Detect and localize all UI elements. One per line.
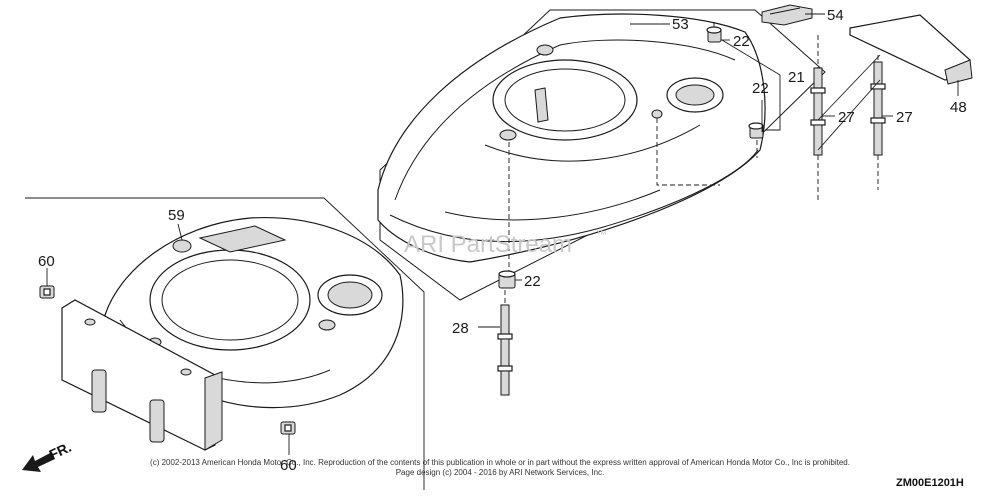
clip-54 bbox=[761, 4, 813, 26]
watermark-tm: ™ bbox=[596, 229, 607, 241]
copyright-line-2: Page design (c) 2004 - 2016 by ARI Netwo… bbox=[396, 468, 605, 477]
callout-28: 28 bbox=[452, 320, 469, 337]
callout-labels: 53 54 22 48 21 22 27 27 59 60 22 28 60 bbox=[38, 7, 967, 474]
diagram-code: ZM00E1201H bbox=[896, 477, 964, 489]
collar-22-right bbox=[748, 122, 764, 139]
upper-guide-lines bbox=[508, 22, 879, 272]
front-guard bbox=[61, 299, 223, 451]
stud-guide-lines bbox=[817, 54, 881, 151]
callout-60-bottom: 60 bbox=[280, 457, 297, 474]
clip-nut-60-bottom bbox=[280, 421, 296, 435]
clip-nut-60-left bbox=[39, 285, 55, 299]
copyright-line-1: (c) 2002-2013 American Honda Motor Co., … bbox=[150, 458, 850, 467]
stud-bolt-28 bbox=[497, 290, 513, 396]
plate-48 bbox=[849, 14, 973, 85]
front-arrow-icon bbox=[22, 452, 55, 472]
callout-60-left: 60 bbox=[38, 253, 55, 270]
callout-21-bracket bbox=[721, 39, 781, 131]
section-border bbox=[25, 197, 425, 490]
collar-22-bottom bbox=[498, 270, 516, 289]
stud-bolt-27-right bbox=[870, 61, 886, 156]
watermark: ARI PartStream ™ bbox=[404, 229, 607, 258]
callout-22-bottom: 22 bbox=[524, 273, 541, 290]
callout-22-right: 22 bbox=[752, 80, 769, 97]
callout-21: 21 bbox=[788, 69, 805, 86]
callout-53: 53 bbox=[672, 16, 689, 33]
copyright: (c) 2002-2013 American Honda Motor Co., … bbox=[150, 458, 850, 477]
front-label: FR. bbox=[47, 439, 74, 463]
callout-54: 54 bbox=[827, 7, 844, 24]
callout-59: 59 bbox=[168, 207, 185, 224]
callout-27-right: 27 bbox=[896, 109, 913, 126]
stud-bolt-27-left bbox=[810, 67, 826, 156]
callout-22-top: 22 bbox=[733, 33, 750, 50]
callout-48: 48 bbox=[950, 99, 967, 116]
collar-22-top bbox=[706, 26, 722, 43]
callout-27-left: 27 bbox=[838, 109, 855, 126]
watermark-text: ARI PartStream bbox=[404, 231, 572, 258]
front-direction-indicator: FR. bbox=[22, 439, 74, 472]
leader-lines bbox=[46, 13, 959, 455]
fan-cover bbox=[377, 13, 766, 263]
